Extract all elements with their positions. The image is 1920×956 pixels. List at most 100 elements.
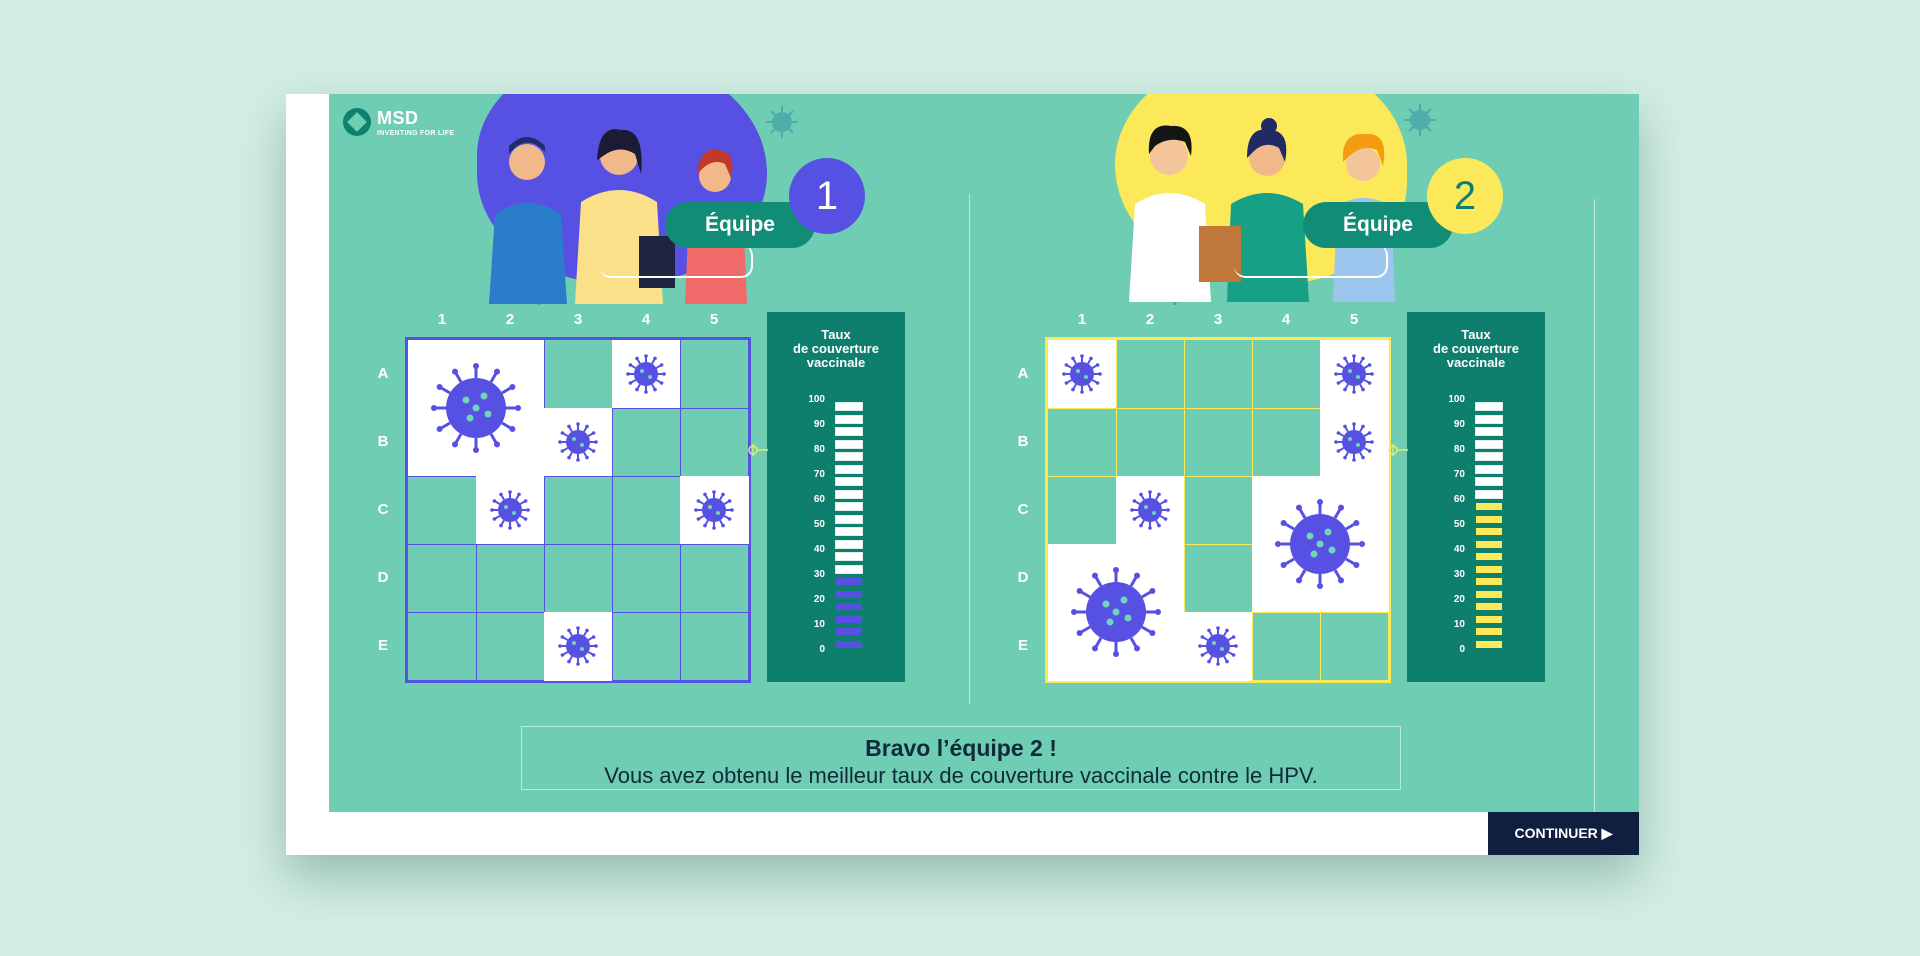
gauge-tick-label: 0 [819, 644, 825, 655]
row-label: A [377, 365, 389, 382]
gauge-tick-label: 80 [813, 444, 825, 455]
gauge-segment [1475, 427, 1503, 436]
gauge-segment [835, 402, 863, 411]
gauge-segment [1475, 614, 1503, 624]
grid-cell-D3[interactable] [544, 544, 613, 613]
column-label: 2 [505, 311, 515, 328]
virus-icon [694, 490, 734, 530]
gauge-segment [835, 439, 863, 449]
grid-cell-A5[interactable] [680, 340, 749, 409]
gauge-segment [835, 577, 863, 586]
grid-cell-C3[interactable] [544, 476, 613, 545]
grid-cell-B4[interactable] [612, 408, 681, 477]
grid-cell-E2[interactable] [476, 612, 545, 681]
virus-icon [490, 490, 530, 530]
gauge-tick-label: 10 [813, 619, 825, 630]
team1-grid [405, 337, 751, 683]
grid-cell-E5[interactable] [680, 612, 749, 681]
right-divider [1594, 199, 1595, 812]
gauge-segment [835, 502, 863, 511]
row-label: B [377, 433, 389, 450]
gauge-segment [835, 539, 863, 549]
grid-cell-A3[interactable] [1184, 340, 1253, 409]
background-virus-icon [1404, 104, 1436, 136]
team1-label: Équipe [665, 202, 815, 248]
grid-cell-C1[interactable] [1048, 476, 1117, 545]
gauge-segment [1475, 539, 1503, 549]
column-label: 5 [709, 311, 719, 328]
gauge-segment [1475, 477, 1503, 486]
result-title: Bravo l’équipe 2 ! [865, 735, 1057, 761]
gauge-segment [1475, 464, 1503, 474]
row-label: C [1017, 501, 1029, 518]
gauge-segment [1475, 627, 1503, 636]
virus-icon [1275, 499, 1365, 589]
column-label: 3 [1213, 311, 1223, 328]
gauge-segment [835, 527, 863, 536]
grid-cell-A4[interactable] [1252, 340, 1321, 409]
brand-name: MSD [377, 108, 419, 128]
column-label: 3 [573, 311, 583, 328]
team2-label: Équipe [1303, 202, 1453, 248]
column-label: 1 [1077, 311, 1087, 328]
gauge-segment [1475, 527, 1503, 536]
virus-icon [1334, 354, 1374, 394]
grid-cell-D5[interactable] [680, 544, 749, 613]
result-message: Bravo l’équipe 2 ! Vous avez obtenu le m… [521, 726, 1401, 790]
gauge-title-line: de couverture [793, 341, 879, 356]
grid-cell-A2[interactable] [1116, 340, 1185, 409]
gauge-segment [835, 589, 863, 599]
grid-cell-B5[interactable] [680, 408, 749, 477]
brand-tagline: INVENTING FOR LIFE [377, 130, 455, 137]
grid-cell-B1[interactable] [1048, 408, 1117, 477]
grid-cell-D3[interactable] [1184, 544, 1253, 613]
gauge-segment [835, 464, 863, 474]
gauge-title-line: vaccinale [806, 355, 866, 370]
gauge-segment [1475, 577, 1503, 586]
column-label: 2 [1145, 311, 1155, 328]
gauge-tick-label: 60 [813, 494, 825, 505]
grid-cell-D4[interactable] [612, 544, 681, 613]
virus-icon [558, 626, 598, 666]
grid-cell-B4[interactable] [1252, 408, 1321, 477]
column-label: 1 [437, 311, 447, 328]
grid-cell-D1[interactable] [408, 544, 477, 613]
grid-cell-B2[interactable] [1116, 408, 1185, 477]
grid-cell-B3[interactable] [1184, 408, 1253, 477]
gauge-segment [835, 639, 863, 649]
grid-cell-C4[interactable] [612, 476, 681, 545]
gauge-segment [835, 427, 863, 436]
gauge-segment [1475, 452, 1503, 461]
gauge-tick-label: 0 [1459, 644, 1465, 655]
grid-cell-C3[interactable] [1184, 476, 1253, 545]
gauge-segment [835, 614, 863, 624]
msd-logo: MSD INVENTING FOR LIFE [343, 108, 463, 142]
center-divider [969, 194, 970, 704]
virus-icon [1062, 354, 1102, 394]
gauge-segment [835, 627, 863, 636]
continue-button[interactable]: CONTINUER ▶ [1488, 812, 1639, 855]
grid-cell-E5[interactable] [1320, 612, 1389, 681]
gauge-segment [1475, 502, 1503, 511]
gauge-title-line: Taux [821, 327, 851, 342]
gauge-segment [1475, 602, 1503, 611]
grid-cell-D2[interactable] [476, 544, 545, 613]
grid-cell-E1[interactable] [408, 612, 477, 681]
gauge-segment [1475, 514, 1503, 524]
grid-cell-C1[interactable] [408, 476, 477, 545]
team2-label-outline [1234, 244, 1388, 278]
gauge-segment [1475, 639, 1503, 649]
gauge-tick-label: 100 [1448, 394, 1465, 405]
gauge-tick-label: 40 [1453, 544, 1465, 555]
grid-cell-E4[interactable] [612, 612, 681, 681]
gauge-tick-label: 10 [1453, 619, 1465, 630]
grid-cell-E4[interactable] [1252, 612, 1321, 681]
gauge-segment [835, 489, 863, 499]
gauge-title-line: Taux [1461, 327, 1491, 342]
grid-cell-A3[interactable] [544, 340, 613, 409]
msd-logo-icon [343, 108, 371, 136]
gauge-tick-label: 60 [1453, 494, 1465, 505]
team1-health-workers-illustration [489, 129, 747, 304]
